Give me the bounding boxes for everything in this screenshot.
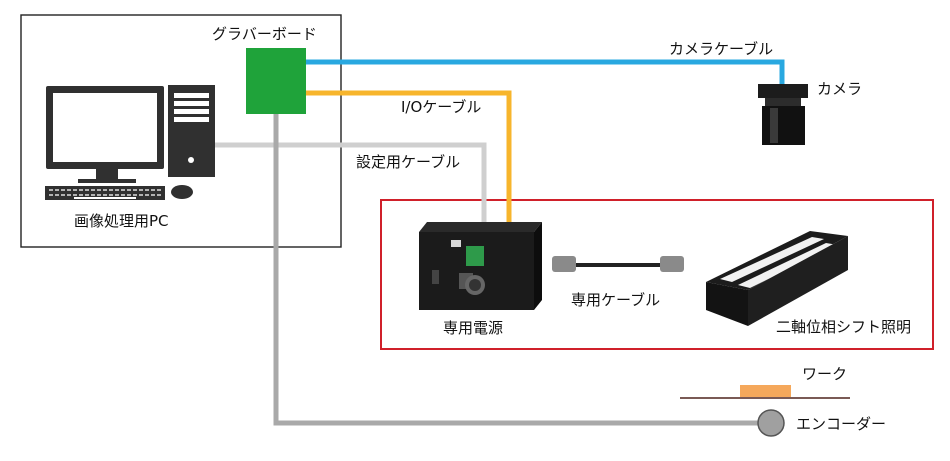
label-lighting: 二軸位相シフト照明 <box>776 318 911 336</box>
mouse-icon <box>171 185 193 199</box>
keyboard-icon <box>45 186 165 200</box>
work-piece <box>740 385 791 398</box>
pc-frame <box>20 14 342 248</box>
lighting-icon <box>706 231 848 326</box>
label-camera: カメラ <box>817 80 862 98</box>
label-setting-cable: 設定用ケーブル <box>356 153 460 171</box>
label-work: ワーク <box>802 365 847 383</box>
camera-cable <box>306 59 785 84</box>
label-power-supply: 専用電源 <box>443 319 503 337</box>
label-encoder: エンコーダー <box>796 415 886 433</box>
camera-icon <box>758 84 808 145</box>
io-cable <box>306 90 512 222</box>
pc-tower-icon <box>168 85 215 177</box>
encoder-icon <box>757 409 785 437</box>
grabber-board <box>246 48 306 114</box>
label-pc: 画像処理用PC <box>74 212 169 230</box>
encoder-cable <box>273 114 762 426</box>
label-grabber-board: グラバーボード <box>212 25 317 43</box>
label-io-cable: I/Oケーブル <box>401 98 481 116</box>
label-dedicated-cable: 専用ケーブル <box>571 291 660 309</box>
monitor-icon <box>46 86 164 183</box>
power-supply-icon <box>419 222 542 310</box>
dedicated-cable-icon <box>552 256 684 272</box>
lighting-frame <box>380 199 934 350</box>
setting-cable <box>215 142 487 222</box>
label-camera-cable: カメラケーブル <box>669 40 773 58</box>
